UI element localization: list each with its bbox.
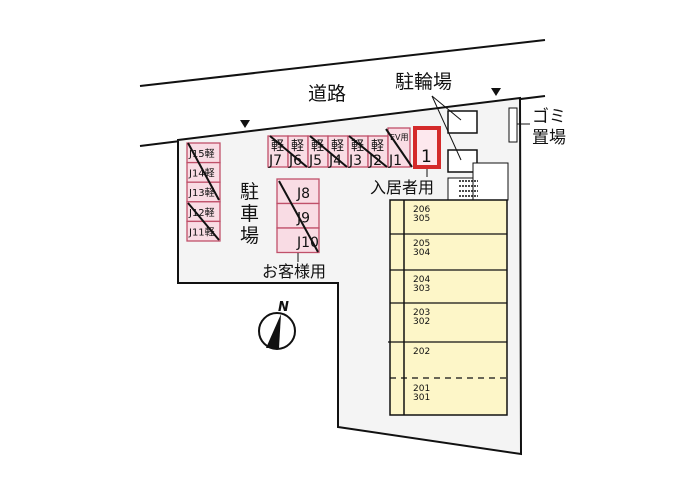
space-id-label: J7	[268, 153, 282, 169]
unit-number: 204	[413, 275, 430, 285]
unit-number: 202	[413, 347, 430, 357]
unit-number: 203	[413, 308, 430, 318]
entrance-marker-icon	[491, 88, 501, 96]
space-id-label: J11軽	[188, 226, 215, 238]
garbage-label: ゴミ	[532, 106, 566, 127]
unit-number: 304	[413, 248, 430, 258]
space-id-label: J3	[348, 153, 362, 169]
garbage-label: 置場	[532, 128, 566, 148]
guest-use-label: お客様用	[262, 262, 326, 281]
space-type-label: 軽	[291, 139, 304, 154]
svg-text:N: N	[278, 300, 289, 315]
space-id-label: J1	[388, 153, 402, 169]
strike-line	[187, 142, 220, 201]
space-type-label: 軽	[371, 139, 384, 154]
strike-line	[385, 128, 413, 168]
unit-number: 301	[413, 393, 430, 403]
bicycle-parking-label: 駐輪場	[395, 71, 452, 93]
unit-number: 305	[413, 214, 430, 224]
resident-space-number: 1	[421, 147, 432, 167]
space-type-label: EV用	[390, 133, 409, 142]
space-id-label: J5	[308, 153, 322, 169]
stairs-icon	[459, 180, 478, 197]
space-id-label: J14軽	[188, 168, 215, 180]
road-edge-upper	[139, 39, 546, 87]
unit-number: 303	[413, 284, 430, 294]
strike-line	[348, 135, 388, 168]
garbage-area	[508, 107, 518, 143]
parking-label: 場	[240, 225, 259, 247]
space-id-label: J9	[296, 211, 310, 227]
space-type-label: 軽	[271, 139, 284, 154]
space-id-label: J6	[288, 153, 302, 169]
unit-number: 206	[413, 205, 430, 215]
strike-line	[309, 135, 348, 168]
building-outline	[389, 199, 508, 416]
space-type-label: 軽	[311, 139, 324, 154]
space-id-label: J8	[296, 186, 310, 202]
north-compass-icon: N	[258, 300, 296, 350]
unit-number: 201	[413, 384, 430, 394]
bicycle-rack	[447, 149, 478, 173]
space-id-label: J10	[296, 235, 319, 251]
leader-line	[431, 95, 462, 121]
building-annex	[472, 162, 509, 201]
space-id-label: J4	[328, 153, 342, 169]
leader-line	[431, 95, 462, 161]
entrance-marker-icon	[240, 120, 250, 128]
strike-line	[269, 135, 308, 168]
space-type-label: 軽	[351, 139, 364, 154]
space-type-label: 軽	[331, 139, 344, 154]
resident-space-1[interactable]	[413, 126, 441, 169]
parking-label: 車	[240, 203, 259, 225]
space-id-label: J2	[368, 153, 382, 169]
unit-number: 302	[413, 317, 430, 327]
parking-label: 駐	[240, 181, 259, 203]
strike-line	[187, 202, 220, 241]
resident-use-label: 入居者用	[370, 178, 434, 197]
unit-number: 205	[413, 239, 430, 249]
space-id-label: J13軽	[188, 187, 215, 199]
bicycle-rack	[447, 110, 478, 134]
strike-line	[278, 180, 319, 253]
road-label: 道路	[308, 83, 346, 105]
